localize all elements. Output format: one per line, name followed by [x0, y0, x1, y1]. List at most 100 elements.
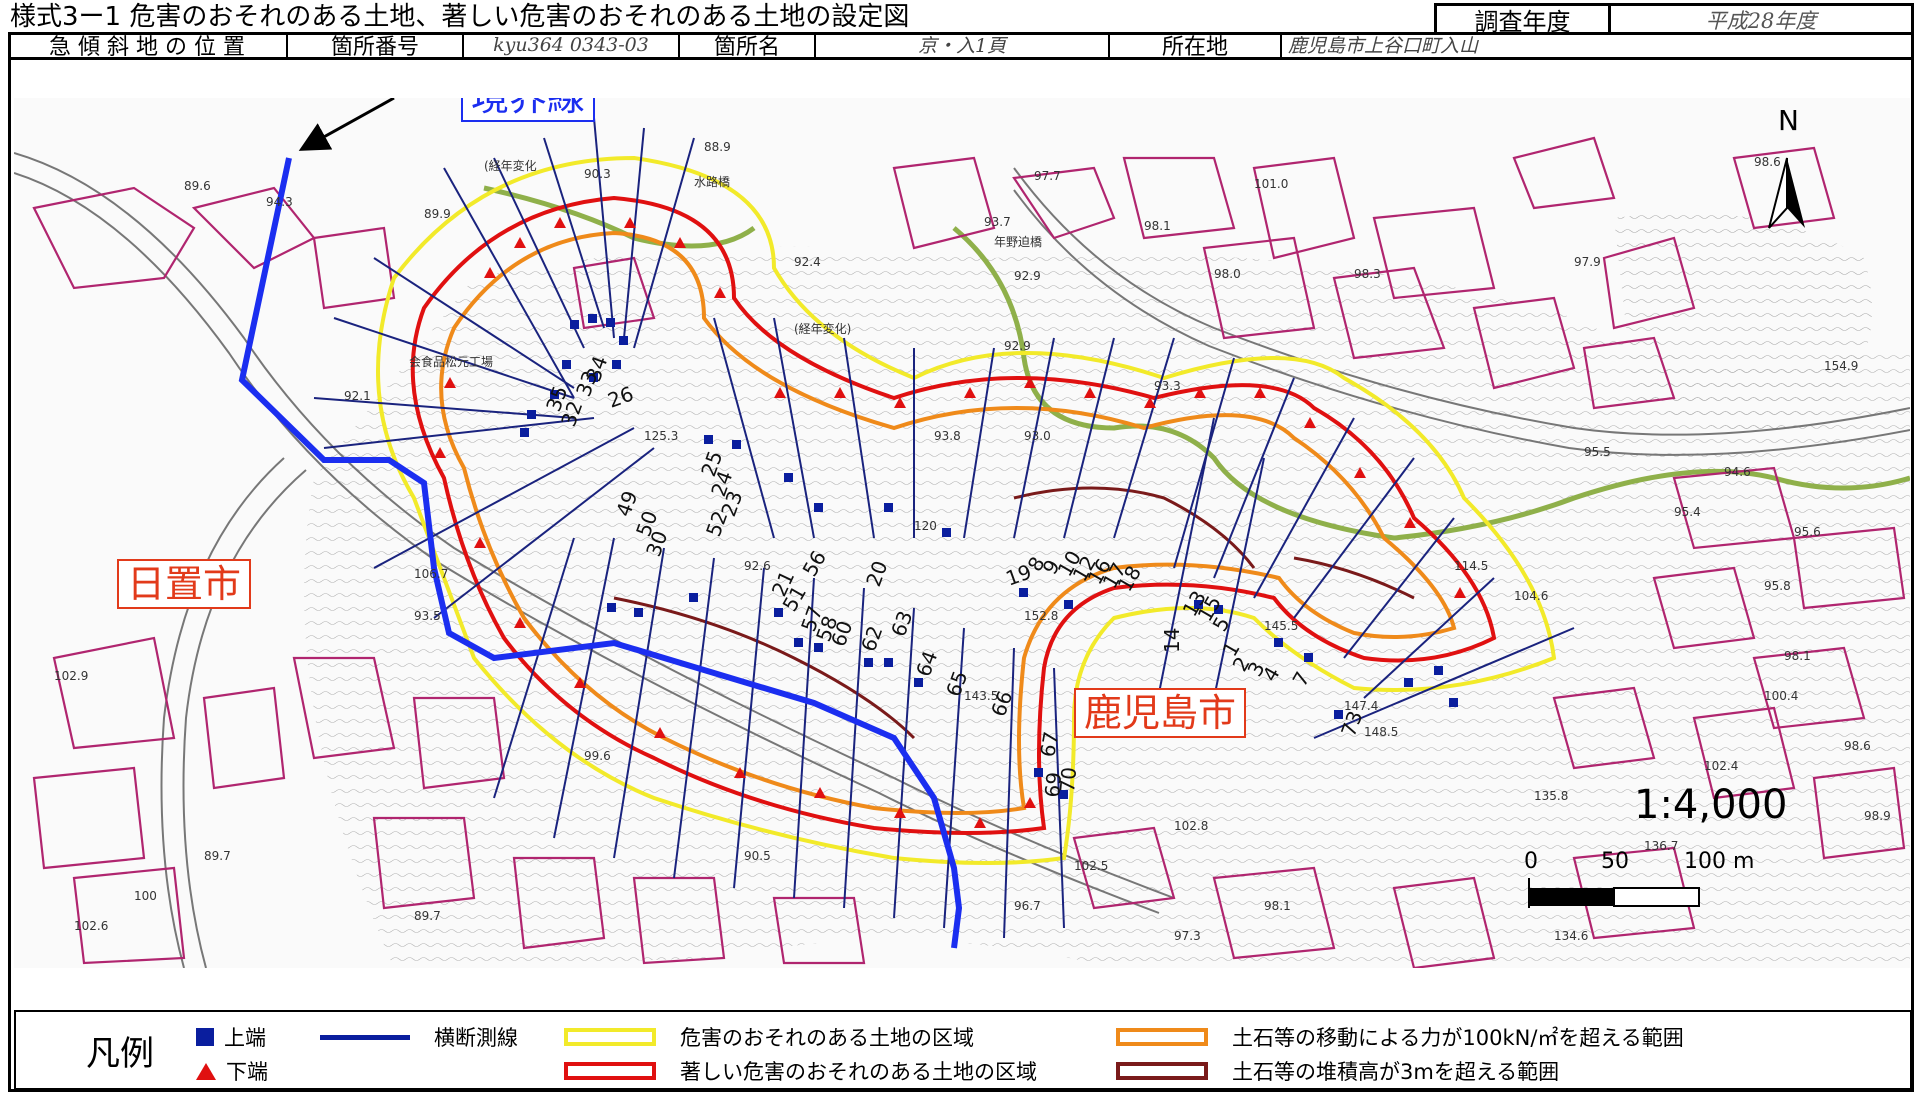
info-row: 急 傾 斜 地 の 位 置 箇所番号 kyu364 0343-03 箇所名 京・…	[8, 32, 1914, 60]
legend: 凡例 上端 下端 横断測線 危害のおそれのある土地の区域 著しい危害のおそれのあ…	[14, 1010, 1912, 1090]
svg-text:92.9: 92.9	[1014, 269, 1041, 283]
svg-text:134.6: 134.6	[1554, 929, 1588, 943]
map-area[interactable]: N 0 50 100 m 1:4,000 (経年変化 (経年変化) 会食品松元工…	[14, 98, 1910, 968]
svg-text:98.1: 98.1	[1784, 649, 1811, 663]
svg-text:102.4: 102.4	[1704, 759, 1738, 773]
label-yearchange1: (経年変化	[484, 158, 537, 173]
upper-end-swatch	[196, 1028, 214, 1046]
svg-text:125.3: 125.3	[644, 429, 678, 443]
svg-text:104.6: 104.6	[1514, 589, 1548, 603]
svg-text:102.9: 102.9	[54, 669, 88, 683]
sheet-frame	[8, 32, 1914, 1092]
svg-text:92.4: 92.4	[794, 255, 821, 269]
contour-hill-east	[1614, 213, 1873, 430]
svg-text:93.7: 93.7	[984, 215, 1011, 229]
map-svg: N 0 50 100 m 1:4,000 (経年変化 (経年変化) 会食品松元工…	[14, 98, 1910, 968]
kagoshima-city-callout: 鹿児島市	[1074, 688, 1247, 738]
upper-end-text: 上端	[224, 1026, 266, 1050]
svg-text:89.7: 89.7	[414, 909, 441, 923]
svg-text:92.6: 92.6	[744, 559, 771, 573]
svg-text:98.9: 98.9	[1864, 809, 1891, 823]
boundary-line	[238, 157, 963, 949]
svg-text:94.6: 94.6	[1724, 465, 1751, 479]
svg-text:95.5: 95.5	[1584, 445, 1611, 459]
cross-section-text: 横断測線	[434, 1026, 518, 1050]
contour-terrain	[304, 246, 1910, 968]
scale-bar	[1528, 878, 1700, 908]
svg-text:102.8: 102.8	[1174, 819, 1208, 833]
svg-text:98.6: 98.6	[1844, 739, 1871, 753]
severe-zone-swatch	[564, 1062, 656, 1080]
hioki-city-callout: 日置市	[117, 559, 252, 609]
svg-text:102.6: 102.6	[74, 919, 108, 933]
property-lines	[32, 136, 1906, 968]
svg-text:67: 67	[1035, 730, 1063, 759]
deposit-zone-outline	[613, 486, 1415, 740]
svg-text:106.7: 106.7	[414, 567, 448, 581]
svg-text:143.5: 143.5	[964, 689, 998, 703]
label-bridge2: 年野迫橋	[994, 235, 1042, 249]
survey-year-value: 平成28年度	[1705, 8, 1817, 33]
svg-text:98.1: 98.1	[1264, 899, 1291, 913]
north-label: N	[1778, 104, 1799, 137]
svg-text:98.6: 98.6	[1754, 155, 1781, 169]
svg-text:92.1: 92.1	[344, 389, 371, 403]
svg-text:92.9: 92.9	[1004, 339, 1031, 353]
force-range-text: 土石等の移動による力が100kN/㎡を超える範囲	[1232, 1026, 1684, 1050]
location-value: 鹿児島市上谷口町入山	[1288, 35, 1479, 57]
scale-tick-50: 50	[1601, 849, 1629, 874]
svg-text:98.3: 98.3	[1354, 267, 1381, 281]
svg-text:152.8: 152.8	[1024, 609, 1058, 623]
lower-end-markers	[434, 217, 1466, 828]
lower-end-swatch	[196, 1062, 216, 1080]
label-bridge1: 水路橋	[694, 174, 730, 189]
svg-text:88.9: 88.9	[704, 140, 731, 154]
severe-zone-outline	[410, 195, 1497, 835]
svg-text:147.4: 147.4	[1344, 699, 1378, 713]
svg-text:93.8: 93.8	[934, 429, 961, 443]
svg-text:98.1: 98.1	[1144, 219, 1171, 233]
boundary-arrow	[298, 98, 395, 151]
location-label: 所在地	[1110, 32, 1282, 60]
legend-cross-section: 横断測線	[320, 1022, 518, 1052]
svg-text:93.0: 93.0	[1024, 429, 1051, 443]
svg-text:102.5: 102.5	[1074, 859, 1108, 873]
svg-text:120: 120	[914, 519, 937, 533]
legend-upper-end: 上端	[196, 1022, 266, 1052]
survey-year-box: 調査年度 平成28年度	[1434, 3, 1914, 36]
scale-ratio: 1:4,000	[1634, 782, 1787, 828]
sheet-title: 様式3ー1 危害のおそれのある土地、著しい危害のおそれのある土地の設定図	[10, 2, 910, 32]
survey-year-label: 調査年度	[1437, 6, 1611, 36]
hazard-zone-text: 危害のおそれのある土地の区域	[680, 1026, 974, 1050]
site-no-label: 箇所番号	[288, 32, 464, 60]
upper-end-markers	[520, 314, 1458, 799]
severe-zone-text: 著しい危害のおそれのある土地の区域	[680, 1060, 1037, 1084]
svg-text:136.7: 136.7	[1644, 839, 1678, 853]
deposit-range-text: 土石等の堆積高が3mを超える範囲	[1232, 1060, 1560, 1084]
hazard-zone-outline	[376, 155, 1557, 865]
svg-text:99.6: 99.6	[584, 749, 611, 763]
position-label: 急 傾 斜 地 の 位 置	[8, 32, 288, 60]
svg-text:100.4: 100.4	[1764, 689, 1798, 703]
svg-text:14: 14	[1160, 628, 1184, 653]
legend-lower-end: 下端	[196, 1056, 268, 1086]
svg-text:89.9: 89.9	[424, 207, 451, 221]
deposit-range-swatch	[1116, 1062, 1208, 1080]
svg-text:95.4: 95.4	[1674, 505, 1701, 519]
svg-text:97.7: 97.7	[1034, 169, 1061, 183]
map-labels: (経年変化 (経年変化) 会食品松元工場 水路橋 年野迫橋 88.990.3 8…	[54, 140, 1891, 943]
svg-text:93.3: 93.3	[1154, 379, 1181, 393]
road-network	[14, 152, 1910, 968]
svg-text:94.3: 94.3	[266, 195, 293, 209]
svg-text:114.5: 114.5	[1454, 559, 1488, 573]
svg-text:95.6: 95.6	[1794, 525, 1821, 539]
legend-severe-zone: 著しい危害のおそれのある土地の区域	[564, 1056, 1037, 1086]
label-factory: 会食品松元工場	[409, 354, 493, 369]
force-range-swatch	[1116, 1028, 1208, 1046]
svg-text:98.0: 98.0	[1214, 267, 1241, 281]
legend-title: 凡例	[86, 1034, 154, 1074]
boundary-callout: 境界線	[461, 98, 596, 122]
svg-text:145.5: 145.5	[1264, 619, 1298, 633]
legend-deposit-range: 土石等の堆積高が3mを超える範囲	[1116, 1056, 1559, 1086]
svg-text:89.7: 89.7	[204, 849, 231, 863]
